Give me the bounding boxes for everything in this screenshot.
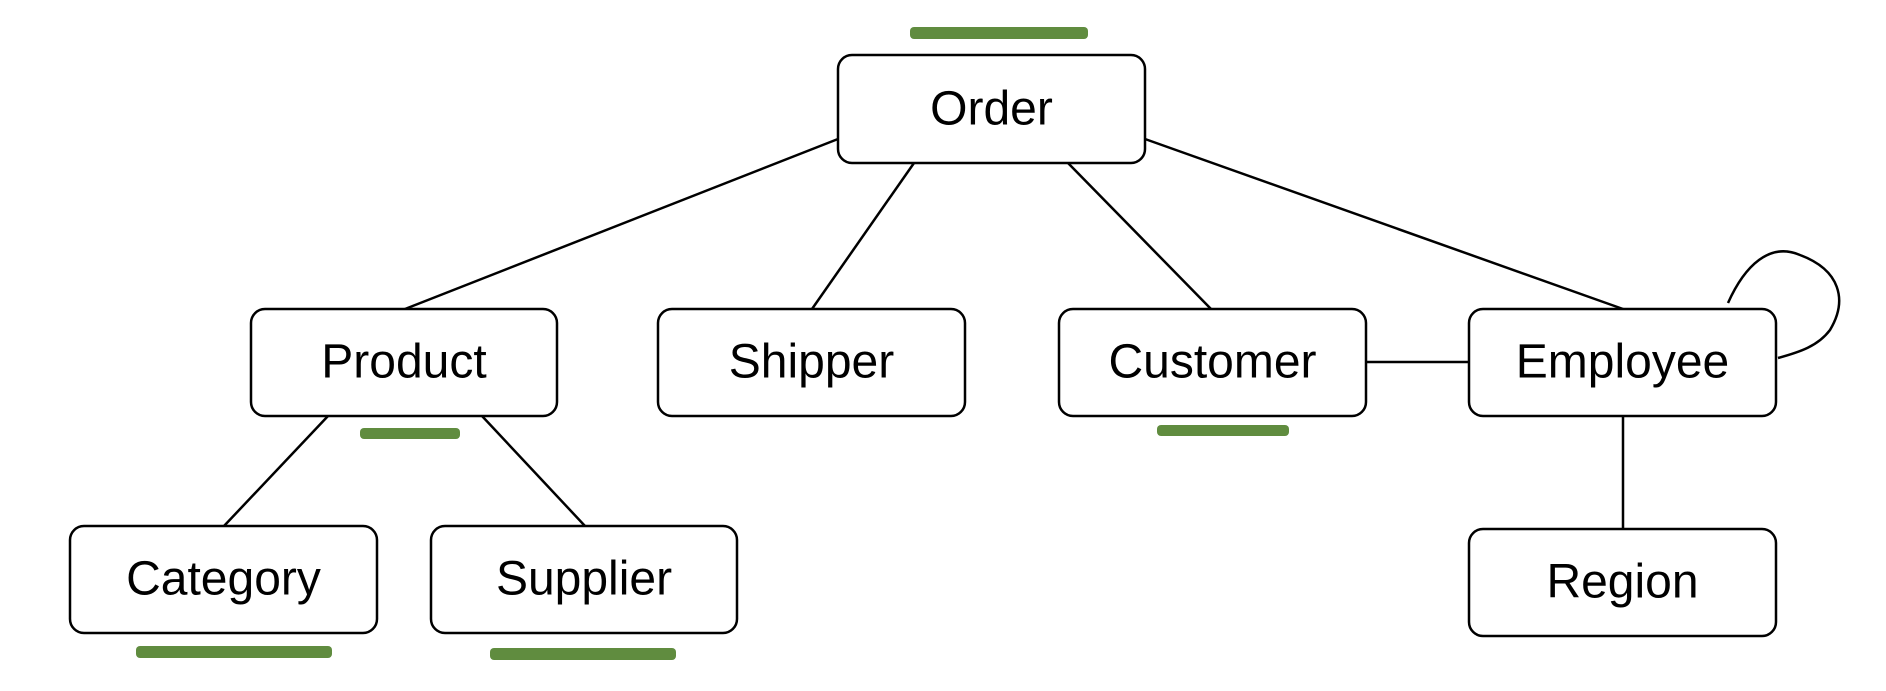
node-shipper-label: Shipper bbox=[729, 336, 894, 389]
highlight-mark-customer bbox=[1157, 425, 1289, 436]
edges bbox=[223, 137, 1841, 529]
edge-employee-self-loop bbox=[1726, 250, 1841, 360]
node-category-label: Category bbox=[126, 553, 321, 606]
node-shipper: Shipper bbox=[656, 307, 967, 418]
edge-order-product bbox=[404, 137, 839, 311]
node-order-label: Order bbox=[930, 83, 1053, 136]
node-order: Order bbox=[836, 53, 1147, 165]
highlight-mark-product bbox=[360, 428, 460, 439]
node-employee: Employee bbox=[1467, 307, 1778, 418]
edge-order-customer bbox=[1067, 162, 1212, 310]
highlight-mark-supplier bbox=[490, 648, 676, 660]
node-category: Category bbox=[68, 524, 379, 635]
node-supplier-label: Supplier bbox=[496, 553, 672, 606]
edge-product-supplier bbox=[481, 415, 586, 527]
node-product: Product bbox=[249, 307, 559, 418]
node-customer-label: Customer bbox=[1108, 336, 1316, 389]
highlight-mark-category bbox=[136, 646, 332, 658]
edge-order-shipper bbox=[810, 162, 916, 310]
edge-product-category bbox=[223, 415, 329, 527]
node-region: Region bbox=[1467, 527, 1778, 638]
highlight-marks bbox=[136, 27, 1289, 660]
edge-order-employee bbox=[1144, 137, 1624, 311]
node-employee-label: Employee bbox=[1516, 336, 1729, 389]
highlight-mark-order bbox=[910, 27, 1088, 39]
node-region-label: Region bbox=[1546, 556, 1698, 609]
node-product-label: Product bbox=[321, 336, 486, 389]
node-supplier: Supplier bbox=[429, 524, 739, 635]
node-customer: Customer bbox=[1057, 307, 1368, 418]
